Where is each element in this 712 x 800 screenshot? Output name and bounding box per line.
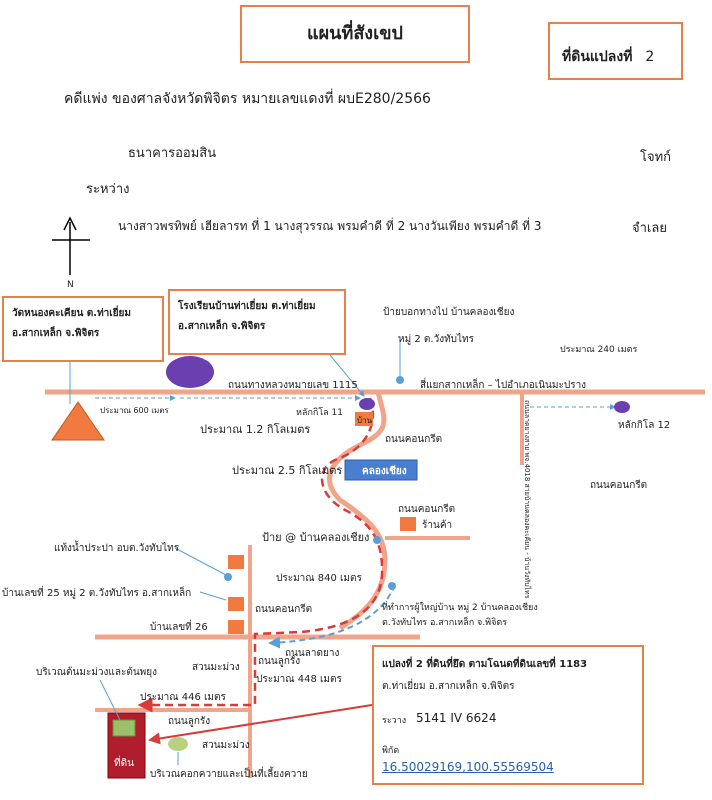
info-arrow <box>148 704 373 745</box>
plaintiff: ธนาคารออมสิน <box>128 146 217 161</box>
mango-garden1-label: สวนมะม่วง <box>192 662 240 673</box>
temple-line1: วัดหนองคะเคียน ต.ท่าเยี่ยม <box>12 308 131 319</box>
water-tower-label: แท้งน้ำประปา อบต.วังทับไทร <box>54 543 180 554</box>
page-title: แผนที่สังเขป <box>307 23 403 44</box>
temple-icon <box>51 401 105 441</box>
km12-label: หลักกิโล 12 <box>618 420 671 431</box>
between-label: ระหว่าง <box>86 182 130 197</box>
house25-connector <box>199 591 227 601</box>
case-line: คดีแพ่ง ของศาลจังหวัดพิจิตร หมายเลขแดงที… <box>64 91 431 107</box>
approx-600-label: ประมาณ 600 เมตร <box>100 406 169 415</box>
moo2-label: หมู่ 2 ต.วังทับไทร <box>398 334 475 345</box>
land-label: ที่ดิน <box>114 758 134 769</box>
concrete-road1-label: ถนนคอนกรีต <box>385 434 443 445</box>
house-icon <box>355 412 373 426</box>
sign-top-label: ป้ายบอกทางไป บ้านคลองเชียง <box>383 307 515 318</box>
house26-label: บ้านเลขที่ 26 <box>150 622 208 633</box>
parcel-number: 2 <box>645 49 655 65</box>
house25-icon <box>228 597 244 611</box>
school-box: โรงเรียนบ้านท่าเยี่ยม ต.ท่าเยี่ยม อ.สากเ… <box>168 289 346 355</box>
km11-marker-icon <box>359 398 375 410</box>
coord-label: พิกัด <box>382 746 400 756</box>
compass-arrow-icon <box>52 216 90 275</box>
village-sign-label: ป้าย @ บ้านคลองเชียง <box>262 531 370 544</box>
concrete-road2-label: ถนนคอนกรีต <box>398 504 456 515</box>
house25-label: บ้านเลขที่ 25 หมู่ 2 ต.วังทับไทร อ.สากเห… <box>2 588 192 599</box>
approx-840-label: ประมาณ 840 เมตร <box>276 573 362 584</box>
concrete-road <box>327 391 388 631</box>
defendant-role: จำเลย <box>632 221 667 236</box>
headman-line1: ที่ทำการผู้ใหญ่บ้าน หมู่ 2 บ้านคลองเชียง <box>382 603 538 613</box>
school-icon <box>166 356 214 388</box>
mango-connector <box>99 679 121 721</box>
km11-label: หลักกิโล 11 <box>296 408 344 418</box>
sign-dot-icon <box>396 376 404 384</box>
concrete-road3-label: ถนนคอนกรีต <box>255 604 313 615</box>
school-line2: อ.สากเหล็ก จ.พิจิตร <box>178 321 266 332</box>
water-tower-icon <box>228 555 244 569</box>
shop-icon <box>400 517 416 531</box>
concrete-road-right-label: ถนนคอนกรีต <box>590 480 648 491</box>
headman-dot-icon <box>388 582 396 590</box>
approx-2-5km-label: ประมาณ 2.5 กิโลเมตร <box>232 464 343 477</box>
mango-garden2-label: สวนมะม่วง <box>202 740 250 751</box>
grid-label: ระวาง <box>382 716 407 726</box>
mango-teak-label: บริเวณต้นมะม่วงและต้นพยุง <box>36 667 158 678</box>
route-path <box>137 397 384 713</box>
buffalo-pen-icon <box>168 737 188 751</box>
info-line1: แปลงที่ 2 ที่ดินที่ยึด ตามโฉนดที่ดินเลขท… <box>382 659 588 670</box>
laterite2-label: ถนนลูกรัง <box>168 716 211 727</box>
temple-box: วัดหนองคะเคียน ต.ท่าเยี่ยม อ.สากเหล็ก จ.… <box>2 296 164 362</box>
parcel-box: ที่ดินแปลงที่ 2 <box>548 22 683 80</box>
north-label: N <box>67 280 74 290</box>
info-line2: ต.ท่าเยี่ยม อ.สากเหล็ก จ.พิจิตร <box>382 681 515 692</box>
village-sign-icon <box>373 536 381 544</box>
map-title-box: แผนที่สังเขป <box>240 5 470 63</box>
school-line1: โรงเรียนบ้านท่าเยี่ยม ต.ท่าเยี่ยม <box>178 301 316 312</box>
headman-line2: ต.วังทับไทร อ.สากเหล็ก จ.พิจิตร <box>382 618 508 628</box>
house26-icon <box>228 620 244 634</box>
house-label: บ้าน <box>357 416 373 425</box>
approx-448-label: ประมาณ 448 เมตร <box>256 674 342 685</box>
junction-label: สี่แยกสากเหล็ก – ไปอำเภอเนินมะปราง <box>420 380 587 391</box>
temple-line2: อ.สากเหล็ก จ.พิจิตร <box>12 328 100 339</box>
grid-value: 5141 IV 6624 <box>416 711 497 725</box>
km12-marker-icon <box>614 401 630 413</box>
parcel-label: ที่ดินแปลงที่ <box>562 49 633 65</box>
highway-label: ถนนทางหลวงหมายเลข 1115 <box>228 380 358 391</box>
approx-240-label: ประมาณ 240 เมตร <box>560 345 638 355</box>
water-connector <box>174 547 227 576</box>
parcel-info-box: แปลงที่ 2 ที่ดินที่ยึด ตามโฉนดที่ดินเลขท… <box>372 645 644 785</box>
asphalt-label: ถนนลาดยาง <box>285 648 340 659</box>
buffalo-label: บริเวณคอกควายและเป็นที่เลี้ยงควาย <box>150 769 308 780</box>
measure-448 <box>268 584 396 649</box>
khlong-label: คลองเชียง <box>362 466 407 477</box>
plaintiff-role: โจทก์ <box>640 150 672 165</box>
approx-1-2km-label: ประมาณ 1.2 กิโลเมตร <box>200 423 311 436</box>
defendants: นางสาวพรทิพย์ เฮียลารท ที่ 1 นางสุวรรณ พ… <box>118 219 542 233</box>
coord-value[interactable]: 16.50029169,100.55569504 <box>382 760 554 774</box>
school-connector <box>329 354 365 397</box>
approx-446-label: ประมาณ 446 เมตร <box>140 692 226 703</box>
shop-label: ร้านค้า <box>422 520 453 531</box>
laterite1-label: ถนนลูกรัง <box>258 656 301 667</box>
vertical-road-label: ถนนลาดยางสาย พจ.4018 สายบ้านคลองคะเคียน … <box>523 400 531 599</box>
mango-tree-icon <box>112 719 136 737</box>
khlong-icon <box>344 459 418 481</box>
